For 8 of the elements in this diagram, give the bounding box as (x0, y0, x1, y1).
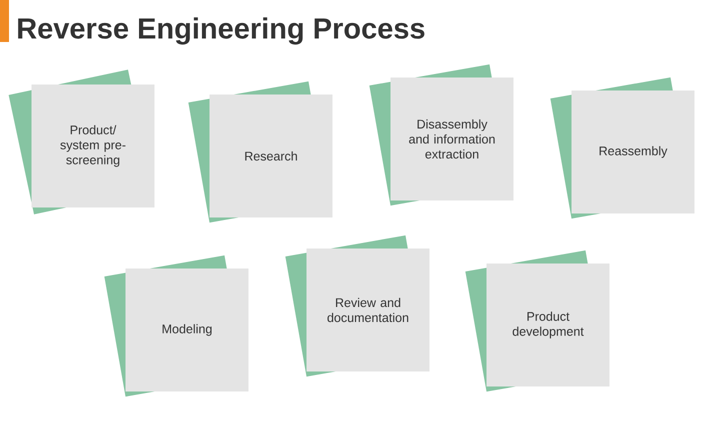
process-box: Product/ system pre-screening (32, 84, 154, 208)
process-box: Research (210, 94, 332, 218)
process-box: Review and documentation (306, 248, 430, 372)
process-box: Disassembly and information extraction (390, 78, 514, 200)
process-box: Modeling (126, 268, 248, 392)
process-box: Reassembly (572, 90, 694, 214)
process-box: Product development (486, 264, 610, 386)
title: Reverse Engineering Process (18, 17, 424, 45)
